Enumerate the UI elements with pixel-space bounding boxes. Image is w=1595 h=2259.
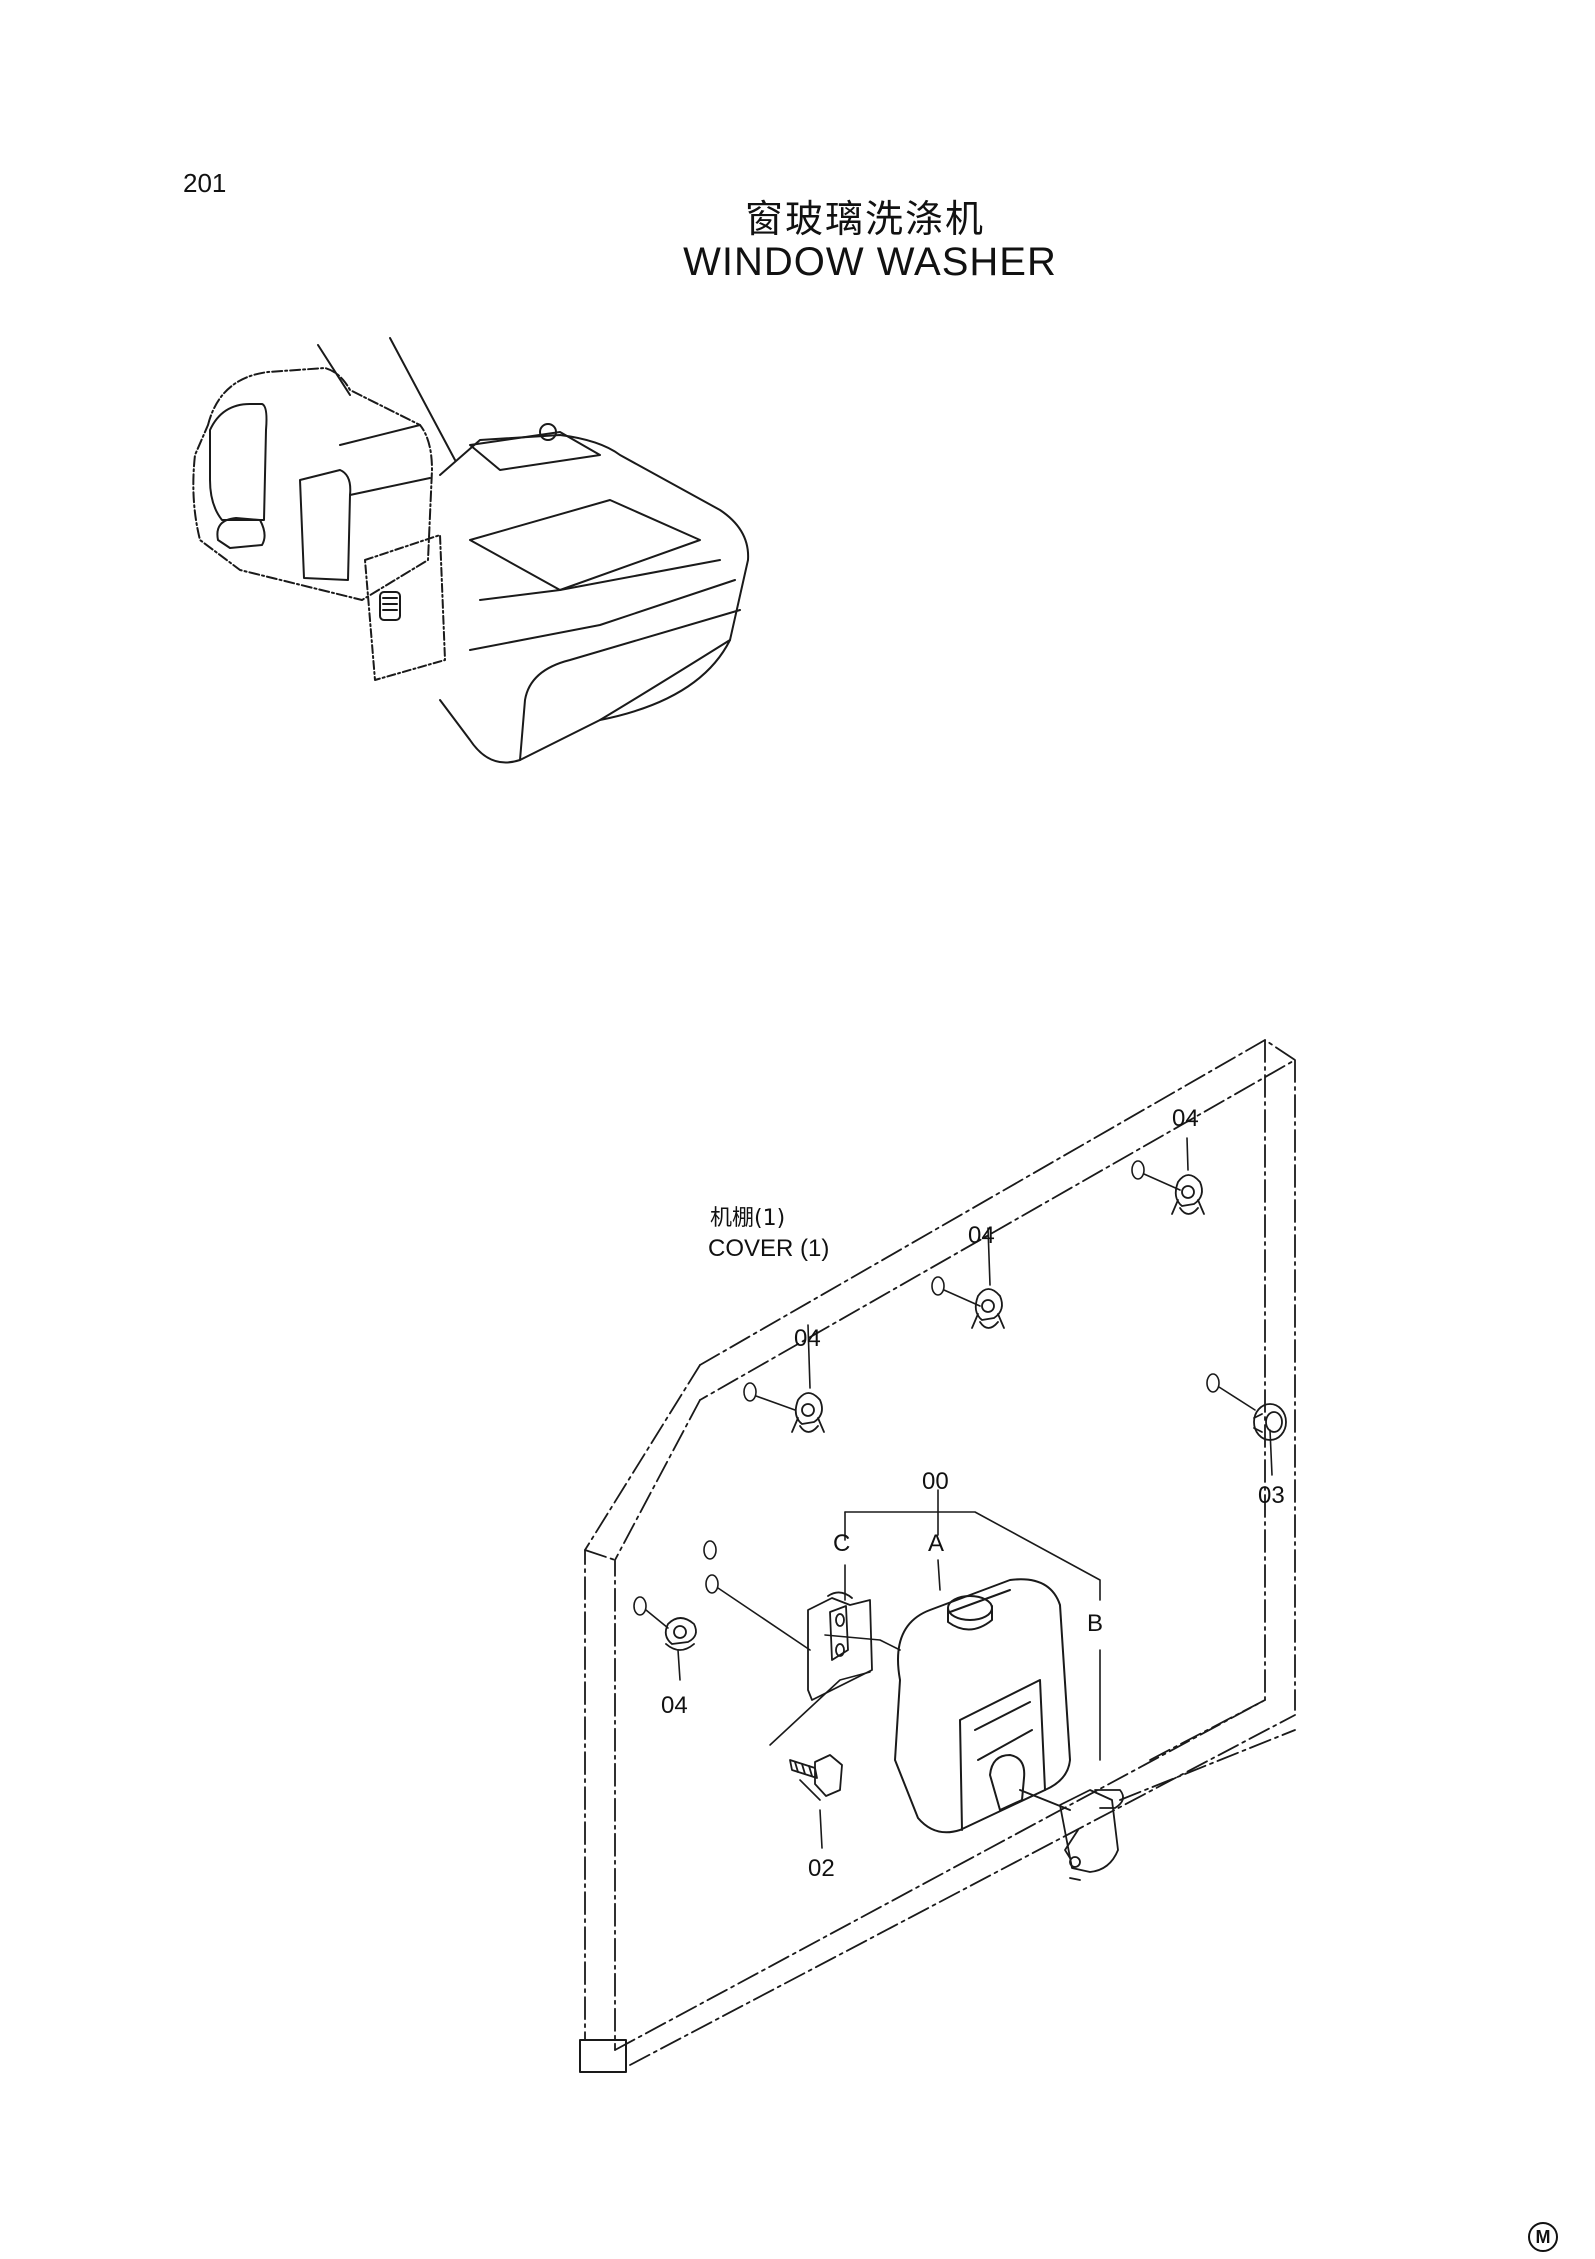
- page-number: 201: [183, 168, 227, 198]
- callout-clamp-2: 04: [968, 1222, 995, 1249]
- callout-clamp-3: 04: [1172, 1105, 1199, 1132]
- callout-bolt: 02: [808, 1855, 835, 1882]
- washer-tank-part: [894, 1578, 1071, 1834]
- cover-label: COVER (1): [708, 1235, 830, 1262]
- callout-tank: A: [928, 1530, 945, 1557]
- page-title-chinese: 窗玻璃洗涤机: [744, 197, 985, 241]
- assembly-callout-bracket: [844, 1489, 1101, 1761]
- callout-clamp-1: 04: [794, 1325, 821, 1352]
- clamp-part: [664, 1174, 1205, 1651]
- excavator-overview-illustration: [192, 337, 750, 764]
- callout-pump: B: [1087, 1610, 1104, 1637]
- page-title: WINDOW WASHER: [683, 240, 1057, 284]
- cover-label-chinese: 机棚(1): [710, 1206, 786, 1231]
- bolt-part: [789, 1754, 843, 1797]
- callout-bracket: C: [833, 1530, 851, 1557]
- manual-mark-icon: M: [1528, 2222, 1558, 2252]
- bracket-part: [807, 1591, 873, 1701]
- grommet-part: [1253, 1403, 1287, 1441]
- callout-grommet: 03: [1258, 1482, 1285, 1509]
- leader-lines: [645, 1137, 1273, 1849]
- cover-panel-frame: [584, 1039, 1296, 2066]
- callout-assembly: 00: [922, 1468, 949, 1495]
- washer-pump-part: [1059, 1789, 1124, 1881]
- callout-clamp-4: 04: [661, 1692, 688, 1719]
- cover-foot: [579, 2039, 627, 2073]
- mounting-holes: [633, 1160, 1220, 1616]
